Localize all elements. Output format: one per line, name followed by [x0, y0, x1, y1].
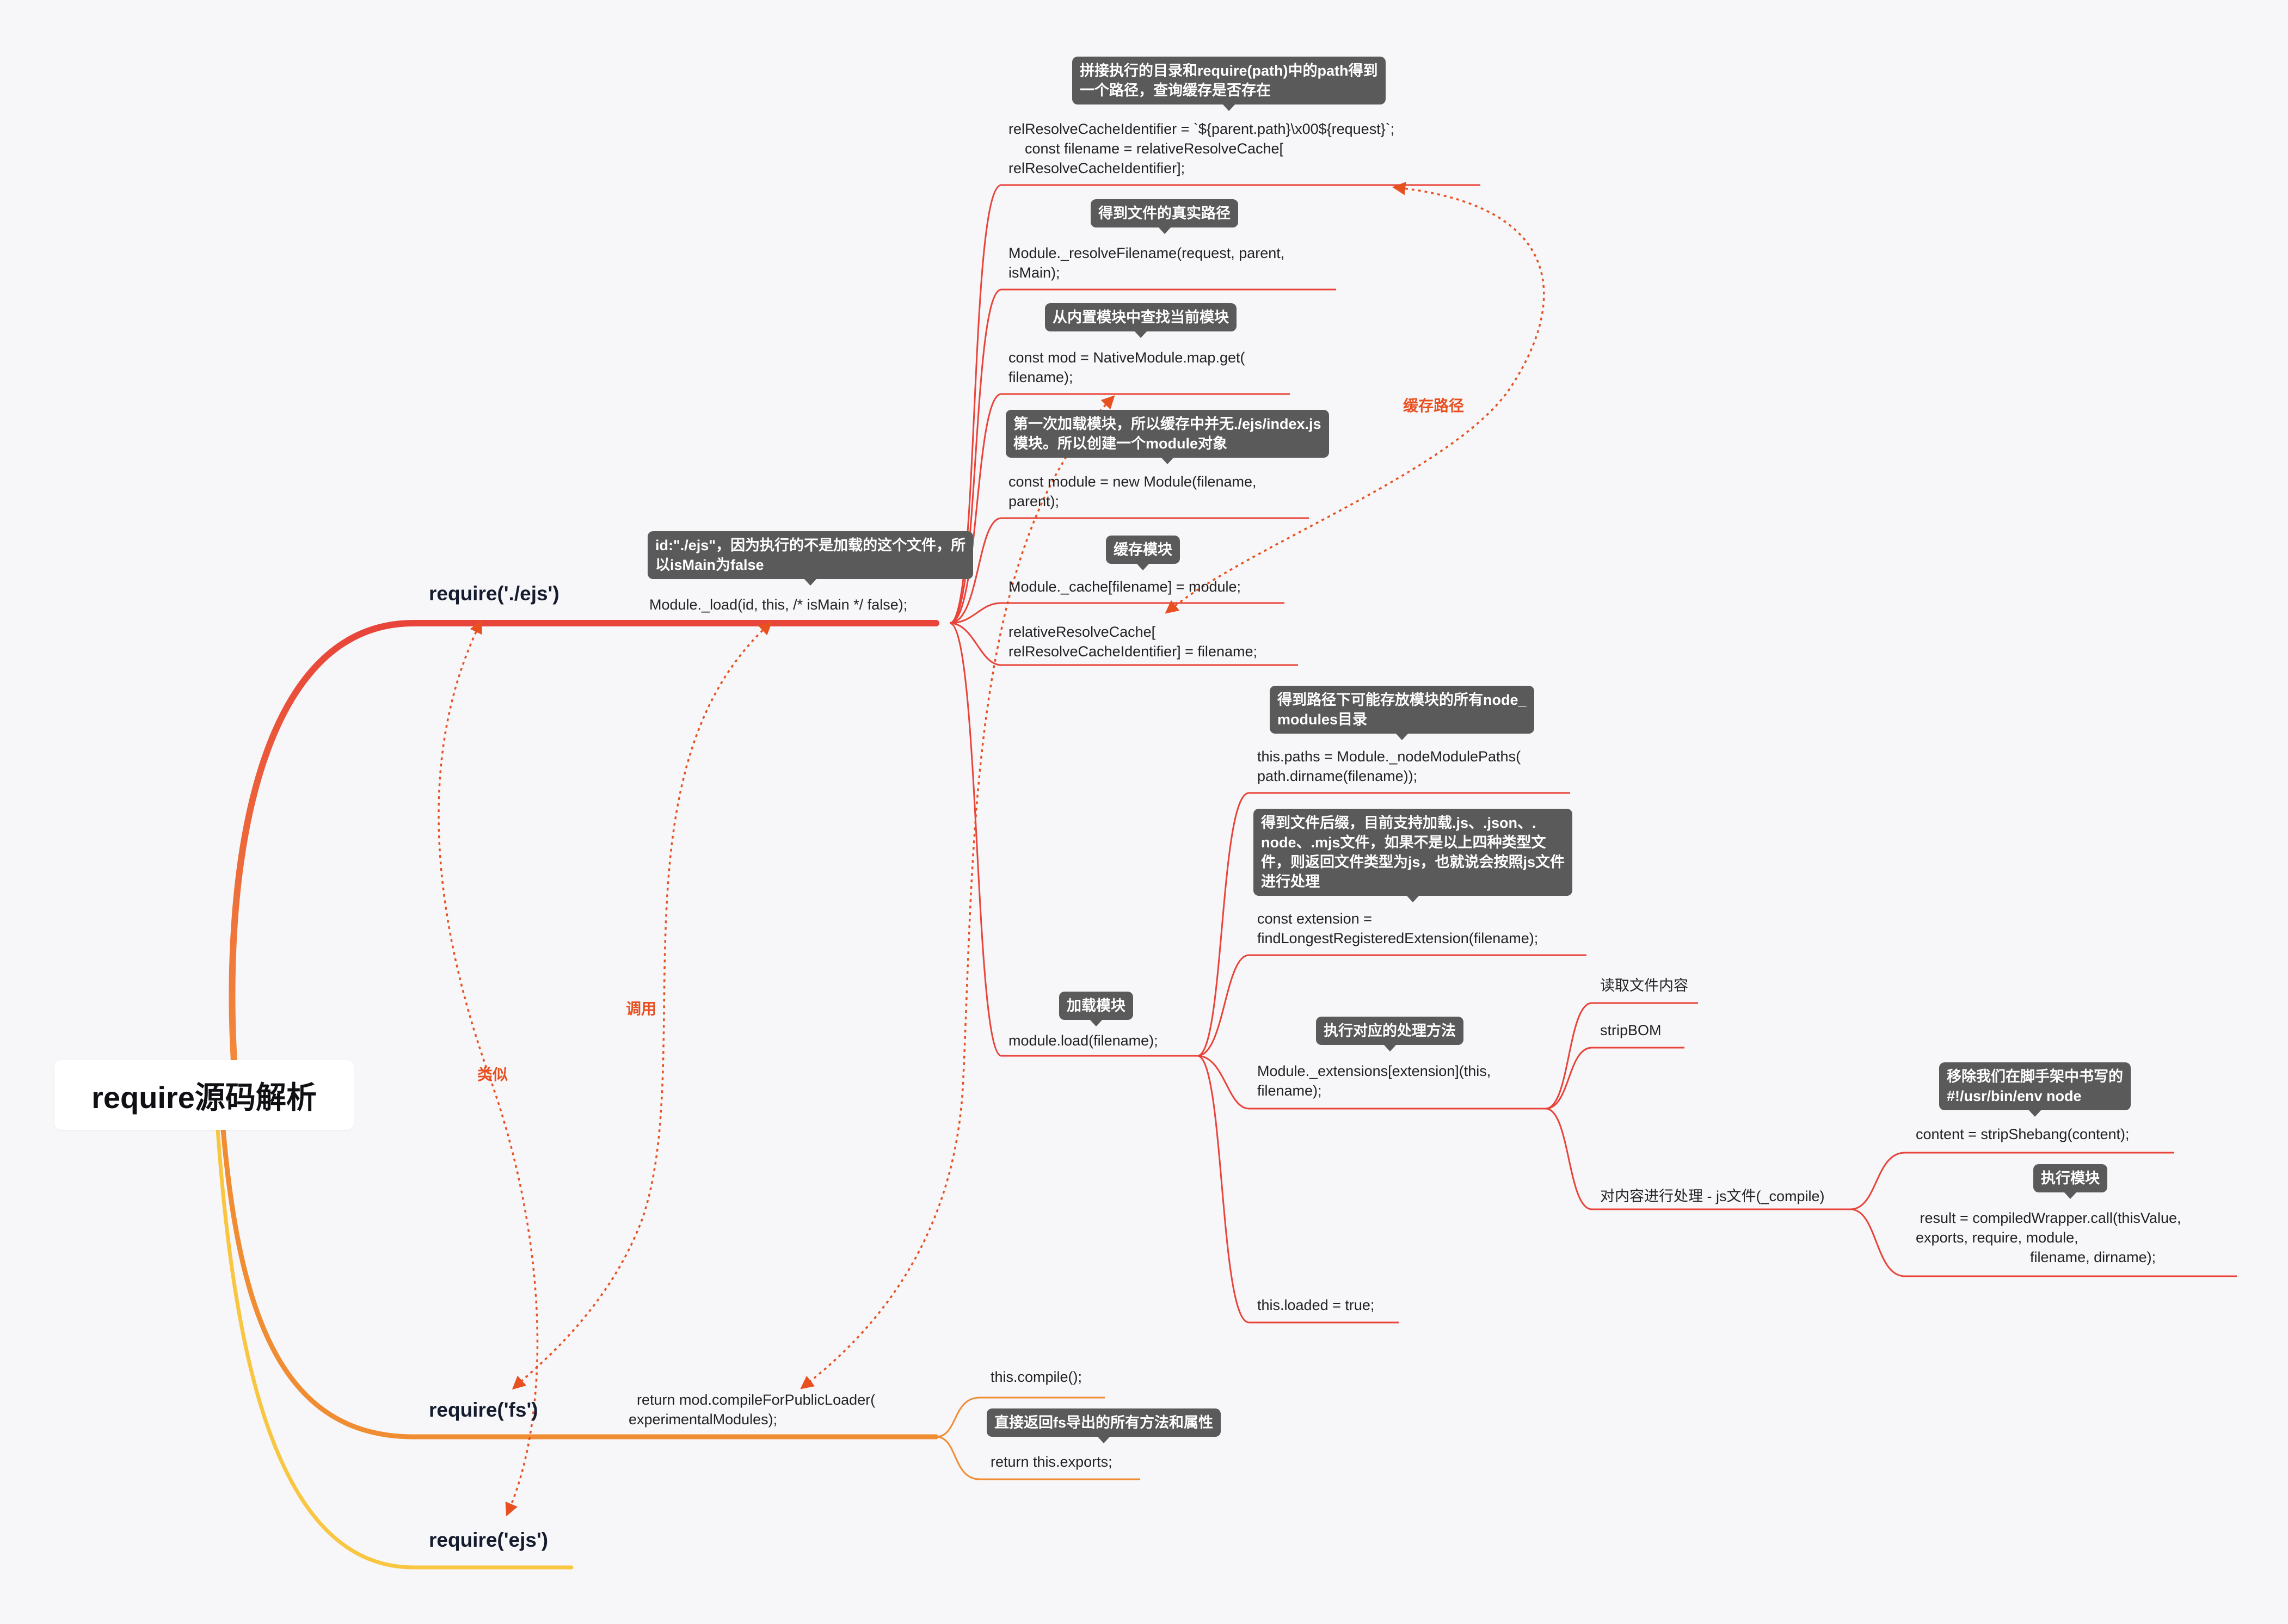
edge-fs-f2 — [936, 1436, 1140, 1480]
edge-compile-c1 — [1850, 1152, 2174, 1210]
node-module-load-filename[interactable]: module.load(filename); — [1008, 1032, 1158, 1049]
note-return-fs-exports: 直接返回fs导出的所有方法和属性 — [987, 1408, 1221, 1443]
node-new-module[interactable]: const module = new Module(filename, pare… — [1008, 473, 1257, 509]
branch-line-require-ejs — [216, 1127, 574, 1570]
note-node-modules-paths: 得到路径下可能存放模块的所有node_ modules目录 — [1270, 686, 1534, 740]
node-strip-bom[interactable]: stripBOM — [1600, 1022, 1662, 1038]
node-read-file[interactable]: 读取文件内容 — [1600, 977, 1688, 994]
node-resolve-filename[interactable]: Module._resolveFilename(request, parent,… — [1008, 245, 1285, 281]
node-native-module-get[interactable]: const mod = NativeModule.map.get( filena… — [1008, 349, 1245, 385]
node-rel-resolve-cache[interactable]: relResolveCacheIdentifier = `${parent.pa… — [1008, 121, 1395, 176]
note-step-real-path: 得到文件的真实路径 — [1091, 199, 1238, 234]
edge-modload-l2 — [1197, 954, 1586, 1057]
edge-compile-c2 — [1850, 1208, 2237, 1277]
branch-line-require-ejs-local — [229, 620, 939, 1065]
branch-line-require-fs — [220, 1127, 939, 1440]
note-load-ismain: id:"./ejs"，因为执行的不是加载的这个文件，所 以isMain为fals… — [648, 531, 974, 586]
edge-ext-e2 — [1545, 1047, 1684, 1110]
node-compile-for-public-loader[interactable]: return mod.compileForPublicLoader( exper… — [629, 1392, 876, 1428]
edge-fs-f1 — [936, 1397, 1105, 1438]
edge-load-s5 — [949, 602, 1284, 624]
node-compiled-wrapper-call[interactable]: result = compiledWrapper.call(thisValue,… — [1916, 1210, 2181, 1265]
relation-label-similar: 类似 — [477, 1066, 508, 1083]
note-remove-shebang: 移除我们在脚手架中书写的 #!/usr/bin/env node — [1939, 1062, 2131, 1117]
node-node-module-paths[interactable]: this.paths = Module._nodeModulePaths( pa… — [1257, 748, 1521, 784]
node-strip-shebang[interactable]: content = stripShebang(content); — [1916, 1126, 2130, 1142]
note-run-handler: 执行对应的处理方法 — [1316, 1017, 1463, 1051]
note-execute-module: 执行模块 — [2033, 1164, 2107, 1199]
relation-label-cache-path: 缓存路径 — [1403, 397, 1465, 414]
branch-require-ejs[interactable]: require('ejs') — [429, 1529, 549, 1551]
branch-require-fs[interactable]: require('fs') — [429, 1399, 538, 1421]
node-find-extension[interactable]: const extension = findLongestRegisteredE… — [1257, 911, 1539, 946]
note-step-cache-module: 缓存模块 — [1106, 536, 1180, 570]
edge-load-s7 — [949, 622, 1197, 1057]
node-this-compile[interactable]: this.compile(); — [991, 1369, 1083, 1385]
edge-ext-e3 — [1545, 1108, 1850, 1210]
node-module-cache[interactable]: Module._cache[filename] = module; — [1008, 579, 1241, 595]
note-file-extension: 得到文件后缀，目前支持加载.js、.json、. node、.mjs文件，如果不… — [1253, 809, 1573, 902]
node-module-load[interactable]: Module._load(id, this, /* isMain */ fals… — [649, 596, 908, 613]
edge-modload-l1 — [1197, 792, 1570, 1057]
relation-compile-load — [800, 395, 1115, 1389]
node-this-loaded[interactable]: this.loaded = true; — [1257, 1297, 1375, 1313]
edge-modload-l3 — [1197, 1055, 1546, 1110]
note-step-native-module: 从内置模块中查找当前模块 — [1045, 303, 1237, 338]
edge-ext-e1 — [1545, 1002, 1698, 1110]
note-step-new-module: 第一次加载模块，所以缓存中并无./ejs/index.js 模块。所以创建一个m… — [1006, 410, 1329, 464]
root-topic[interactable]: require源码解析 — [54, 1060, 354, 1130]
node-extensions-call[interactable]: Module._extensions[extension](this, file… — [1257, 1063, 1491, 1099]
note-step-load-module: 加载模块 — [1059, 992, 1133, 1026]
branch-require-ejs-local[interactable]: require('./ejs') — [429, 582, 559, 605]
edge-modload-l4 — [1197, 1055, 1399, 1324]
node-compile-js[interactable]: 对内容进行处理 - js文件(_compile) — [1600, 1188, 1825, 1204]
node-relative-resolve-cache-set[interactable]: relativeResolveCache[ relResolveCacheIde… — [1008, 624, 1257, 660]
relation-label-invoke: 调用 — [626, 1000, 657, 1017]
note-step-cache-lookup: 拼接执行的目录和require(path)中的path得到 一个路径，查询缓存是… — [1072, 57, 1386, 111]
edge-load-s4 — [949, 517, 1309, 624]
node-return-exports[interactable]: return this.exports; — [991, 1454, 1112, 1470]
